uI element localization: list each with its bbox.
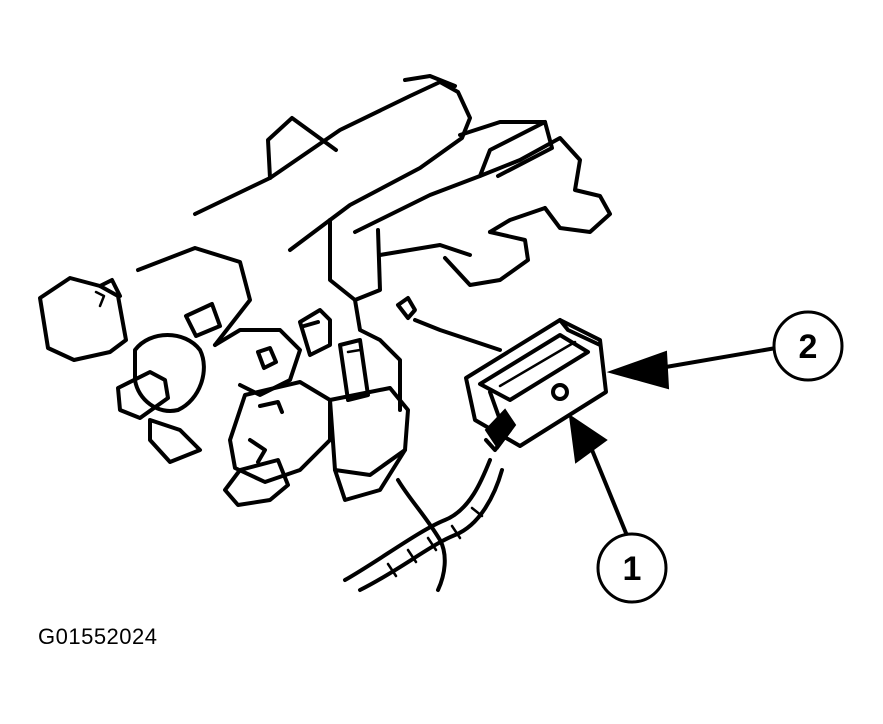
callout-1-circle [596, 532, 668, 604]
wiring-harness [343, 318, 504, 592]
callout-2-label: 2 [799, 328, 818, 366]
callout-1: 1 [568, 413, 668, 604]
switch-module [464, 318, 608, 452]
callout-1-label: 1 [623, 550, 642, 588]
callout-2: 2 [606, 310, 844, 390]
steering-column-housing [38, 74, 612, 507]
figure-id-label: G01552024 [38, 624, 158, 649]
callout-2-circle [772, 310, 844, 382]
